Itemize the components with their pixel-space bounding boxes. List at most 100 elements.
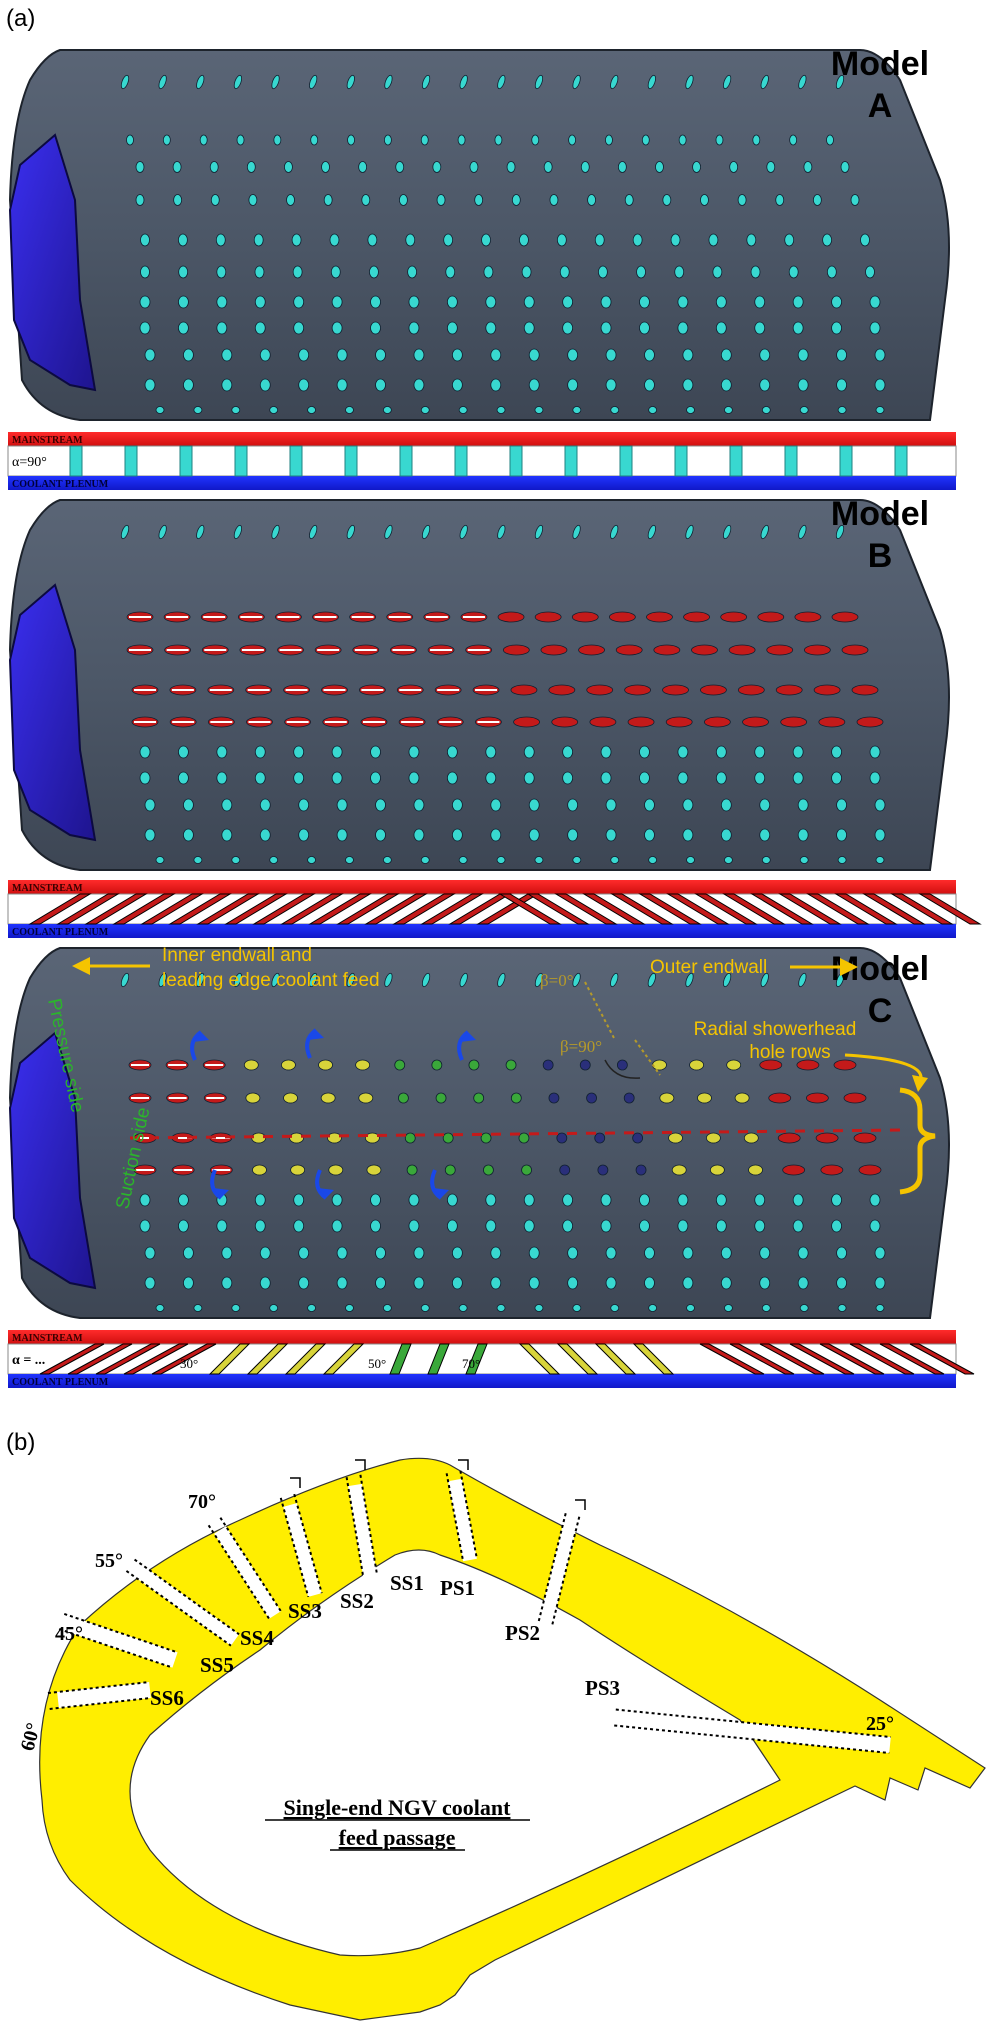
cooling-hole <box>754 321 766 335</box>
cooling-hole <box>754 771 766 785</box>
cooling-hole <box>627 716 655 728</box>
cooling-hole <box>851 684 879 696</box>
cooling-hole <box>144 1246 156 1260</box>
cooling-hole <box>760 972 769 988</box>
channel <box>308 893 372 925</box>
cooling-hole <box>259 798 271 812</box>
flow-arrow-head <box>193 1032 209 1042</box>
cooling-hole <box>841 644 869 656</box>
cooling-hole <box>254 745 266 759</box>
cooling-hole <box>196 74 205 90</box>
cooling-hole <box>610 856 620 864</box>
cooling-hole <box>775 684 803 696</box>
coolant-hole <box>283 1503 322 1597</box>
plenum-band <box>8 924 956 938</box>
cooling-hole <box>646 611 673 623</box>
cooling-hole <box>567 378 579 392</box>
cooling-hole <box>685 524 694 540</box>
flow-arrow-head <box>308 1030 324 1040</box>
cooling-hole <box>451 798 463 812</box>
cooling-hole <box>293 321 305 335</box>
channel <box>784 445 798 477</box>
label-SS4: SS4 <box>240 1626 274 1650</box>
cooling-hole <box>310 134 319 146</box>
cooling-hole <box>659 1092 675 1104</box>
cooling-hole <box>254 771 266 785</box>
cooling-hole <box>820 1164 844 1176</box>
channel <box>498 893 562 925</box>
hole-edge-dotted <box>207 1524 270 1620</box>
cooling-hole <box>610 406 620 414</box>
cooling-hole <box>798 74 807 90</box>
cooling-hole <box>298 1276 310 1290</box>
cooling-hole <box>835 74 845 90</box>
cooling-hole <box>837 856 847 864</box>
hole-channels <box>28 893 982 925</box>
cooling-hole <box>327 1132 342 1144</box>
cooling-hole <box>254 1219 266 1233</box>
cooling-hole <box>700 684 727 696</box>
cooling-hole <box>723 74 732 90</box>
mainstream-label: MAINSTREAM <box>12 1333 83 1344</box>
cooling-hole <box>677 1219 689 1233</box>
cooling-hole <box>140 265 150 279</box>
right-angle-marker <box>290 1477 301 1488</box>
cooling-hole <box>413 828 425 842</box>
cooling-hole <box>677 295 689 309</box>
cooling-hole <box>144 348 156 362</box>
cooling-hole <box>752 134 761 146</box>
label-SS3: SS3 <box>288 1599 322 1623</box>
cooling-hole <box>446 745 458 759</box>
cooling-hole <box>485 745 497 759</box>
cooling-hole <box>298 798 310 812</box>
cooling-hole <box>286 194 295 206</box>
cooling-hole <box>757 611 785 623</box>
cooling-hole <box>677 771 689 785</box>
cooling-hole <box>178 265 189 279</box>
cooling-hole <box>216 745 228 759</box>
cooling-hole <box>720 1276 732 1290</box>
cooling-hole <box>408 1219 420 1233</box>
cooling-hole <box>610 74 619 90</box>
cooling-hole <box>199 134 208 146</box>
cooling-hole <box>597 1164 609 1176</box>
cooling-hole <box>605 828 617 842</box>
cooling-hole <box>700 194 709 206</box>
cooling-hole <box>375 798 386 812</box>
cooling-hole <box>600 1219 612 1233</box>
cooling-hole <box>451 348 463 362</box>
cooling-hole <box>605 348 617 362</box>
cooling-hole <box>799 406 809 414</box>
cooling-hole <box>605 134 613 146</box>
angle-45: 45° <box>55 1623 83 1645</box>
wall-section <box>7 445 957 477</box>
cooling-hole <box>836 348 847 362</box>
model-a-letter: A <box>868 87 893 125</box>
hole-edge-dotted <box>537 1513 567 1624</box>
cooling-hole <box>221 798 233 812</box>
cooling-hole <box>221 828 233 842</box>
hole-edge-dotted <box>445 1473 465 1562</box>
model-b-section-strip: MAINSTREAM COOLANT PLENUM <box>7 880 982 938</box>
beta-zero-line <box>584 981 616 1041</box>
channel <box>151 1343 217 1375</box>
cooling-hole <box>644 1276 655 1290</box>
beta-arc <box>604 1059 641 1079</box>
cooling-hole <box>528 348 540 362</box>
cooling-hole <box>818 716 846 728</box>
channel <box>862 893 926 925</box>
cooling-hole <box>850 194 860 206</box>
cooling-hole <box>636 265 646 279</box>
cooling-hole <box>329 233 340 247</box>
cooling-hole <box>490 348 502 362</box>
cooling-hole <box>754 745 766 759</box>
cooling-hole <box>766 161 776 173</box>
cooling-hole <box>233 74 242 90</box>
cooling-hole <box>446 771 458 785</box>
cooling-hole <box>685 972 694 988</box>
cooling-hole <box>836 798 847 812</box>
cooling-hole <box>446 295 458 309</box>
coolant-hole <box>69 1617 178 1668</box>
cooling-hole <box>210 194 220 206</box>
right-angle-marker <box>355 1459 366 1470</box>
